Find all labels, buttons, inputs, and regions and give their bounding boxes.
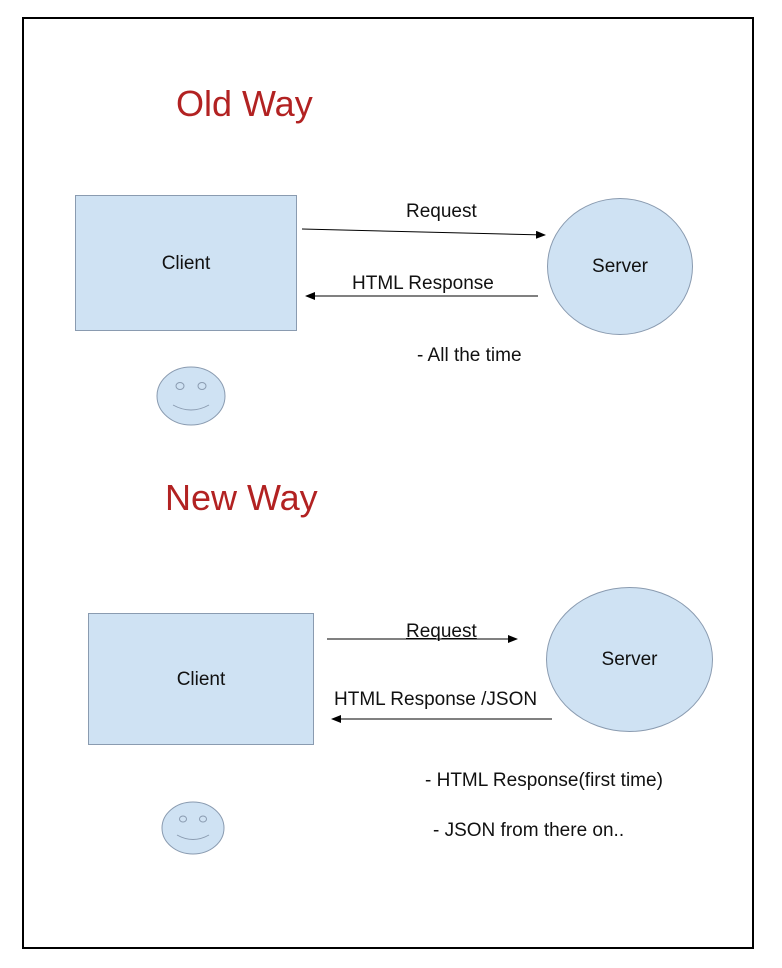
new-response-label: HTML Response /JSON [334, 689, 538, 710]
old-server-oval: Server [547, 198, 693, 335]
old-client-label: Client [161, 252, 211, 274]
new-note-first-time: - HTML Response(first time) [425, 770, 663, 791]
new-way-title: New Way [165, 477, 318, 518]
old-note: - All the time [417, 345, 522, 366]
new-client-box: Client [88, 613, 314, 745]
new-note-json-after: - JSON from there on.. [433, 820, 625, 841]
new-client-label: Client [176, 668, 226, 690]
new-server-label: Server [601, 649, 658, 670]
smiley-face-icon [156, 366, 226, 426]
old-request-label: Request [406, 201, 477, 222]
old-client-box: Client [75, 195, 297, 331]
new-request-label: Request [406, 621, 477, 642]
old-server-label: Server [592, 256, 648, 277]
new-server-oval: Server [546, 587, 713, 732]
old-way-title: Old Way [176, 83, 313, 124]
old-response-label: HTML Response [352, 273, 494, 294]
smiley-face-icon [161, 801, 225, 855]
diagram-frame [22, 17, 754, 949]
old-request-arrow [301, 228, 546, 239]
